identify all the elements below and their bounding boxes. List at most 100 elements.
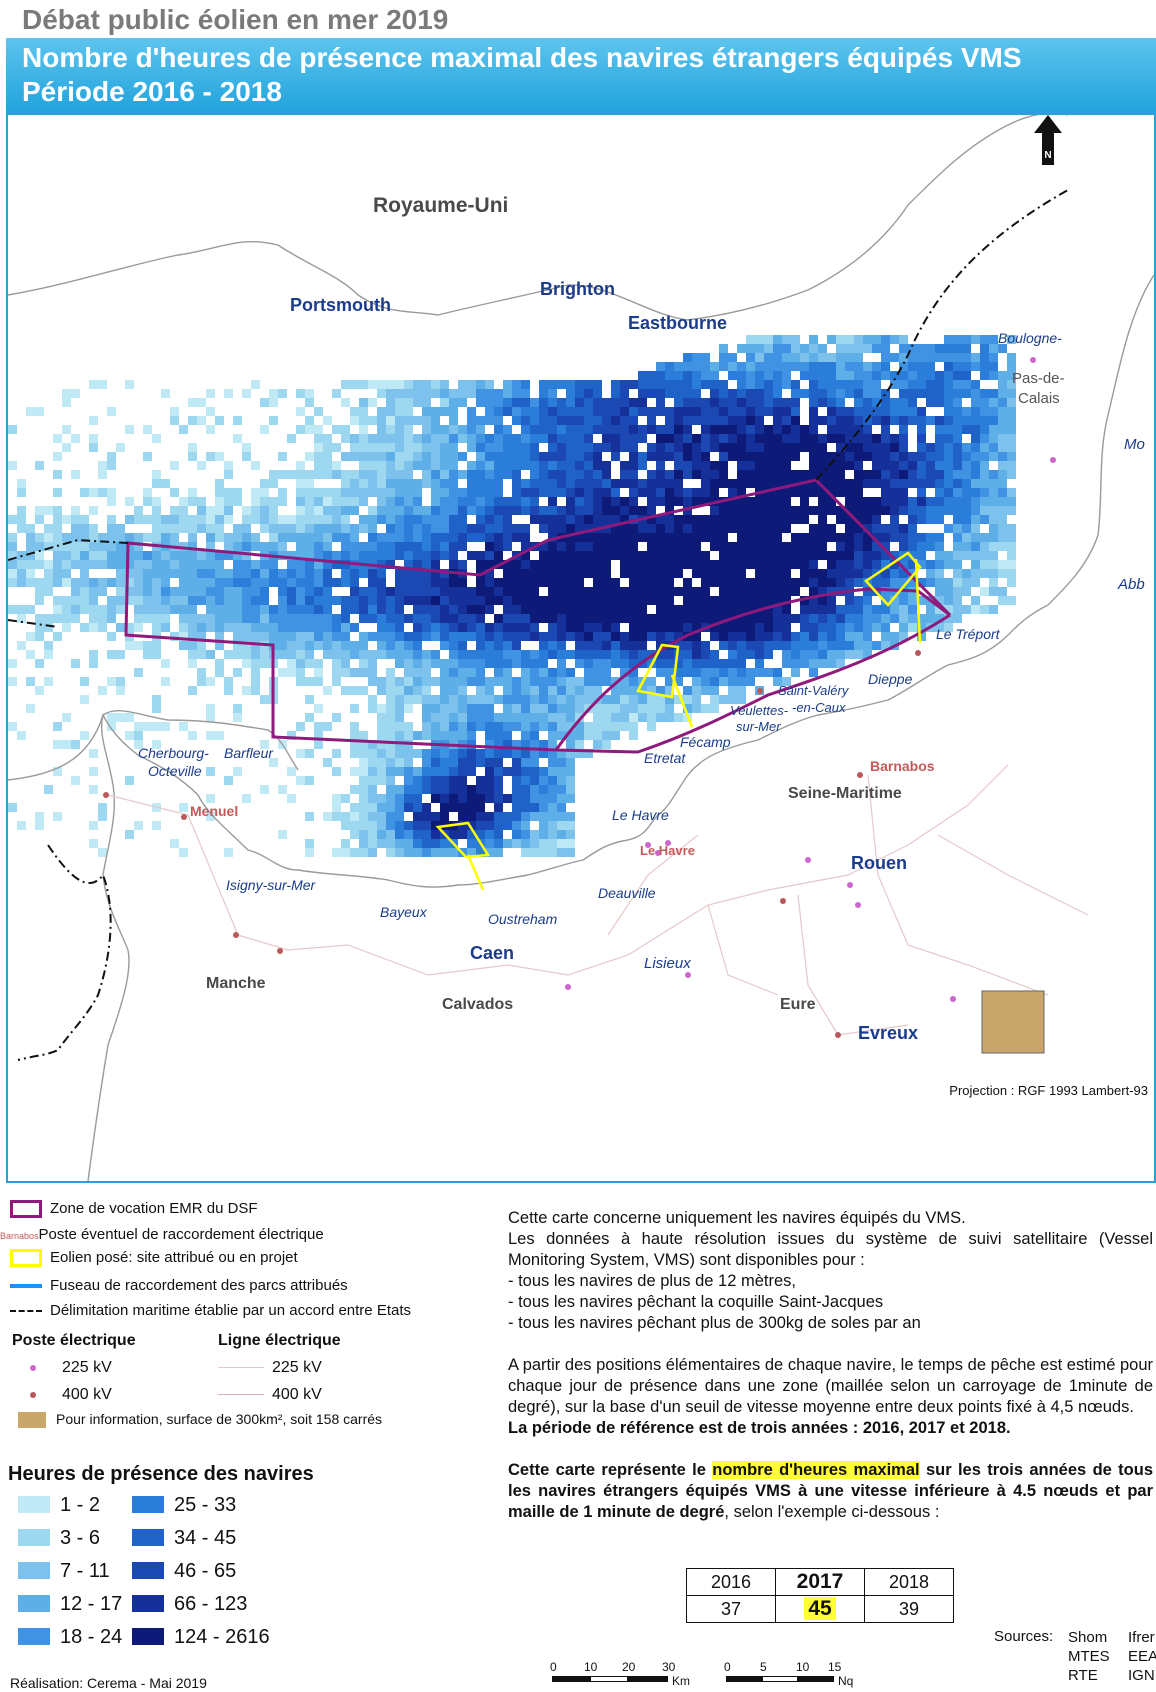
uk-coastline (8, 115, 1068, 321)
poste-225-swatch (30, 1364, 36, 1371)
text-p4: La période de référence est de trois ann… (508, 1419, 1011, 1437)
power-lines (107, 764, 1089, 1036)
poste-small-label: Barnabos (0, 1231, 39, 1241)
legend-poste-400: 400 kV (30, 1386, 112, 1404)
town-boulogne: Boulogne- (998, 330, 1062, 346)
dept-manche: Manche (206, 975, 266, 992)
sources-col2: Ifrer EEA IGN (1128, 1629, 1156, 1684)
legend-poste-label: Poste éventuel de raccordement électriqu… (38, 1226, 324, 1243)
map-canvas: N Royaume-Uni Portsmouth Brighton Eastbo… (8, 115, 1154, 1181)
example-table-wrap: 2016 2017 2018 37 45 39 (686, 1568, 954, 1623)
town-veulettes: Veulettes- (730, 703, 789, 718)
example-year-2017: 2017 (775, 1568, 865, 1596)
text-p2: Les données à haute résolution issues du… (508, 1230, 1153, 1269)
town-le-havre: Le Havre (612, 807, 669, 823)
eolien-swatch (10, 1249, 42, 1268)
hours-swatch (132, 1562, 164, 1579)
town-etretat: Etretat (644, 750, 686, 766)
hours-label: 25 - 33 (174, 1494, 237, 1516)
dept-pas-de: Pas-de- (1012, 370, 1065, 387)
hours-swatch (132, 1628, 164, 1645)
delimitation-swatch (10, 1310, 42, 1313)
city-evreux: Evreux (858, 1023, 918, 1043)
example-year-2018: 2018 (864, 1568, 954, 1596)
hours-swatch (132, 1496, 164, 1513)
maritime-delimitation-west (8, 619, 112, 1061)
poste-400-swatch (30, 1391, 36, 1398)
hours-class-6: 34 - 45 (132, 1527, 236, 1550)
example-value-2018: 39 (864, 1595, 954, 1623)
example-table: 2016 2017 2018 37 45 39 (686, 1568, 954, 1623)
text-bullet-3: - tous les navires pêchant plus de 300kg… (508, 1314, 921, 1332)
poste-400-label: 400 kV (62, 1386, 112, 1403)
town-lisieux: Lisieux (644, 955, 691, 972)
text-p3: A partir des positions élémentaires de c… (508, 1356, 1153, 1416)
hours-legend-title: Heures de présence des navires (8, 1463, 314, 1485)
emr-zone-outline (124, 478, 952, 752)
hours-swatch (18, 1595, 50, 1612)
hours-class-0: 1 - 2 (18, 1494, 100, 1517)
hours-class-2: 7 - 11 (18, 1560, 110, 1583)
legend-surface: Pour information, surface de 300km², soi… (18, 1411, 382, 1429)
town-barfleur: Barfleur (224, 745, 274, 761)
ligne-225-label: 225 kV (272, 1359, 322, 1376)
hours-label: 1 - 2 (60, 1494, 101, 1516)
footer-realisation: Réalisation: Cerema - Mai 2019 (10, 1675, 207, 1691)
north-arrow-icon: N (1034, 115, 1062, 165)
dept-eure: Eure (780, 996, 816, 1013)
example-value-2017-cell: 45 (775, 1595, 865, 1623)
hours-swatch (18, 1628, 50, 1645)
legend-fuseau-label: Fuseau de raccordement des parcs attribu… (50, 1277, 348, 1294)
hours-class-1: 3 - 6 (18, 1527, 100, 1550)
town-dieppe: Dieppe (868, 671, 913, 687)
dept-calais: Calais (1018, 390, 1060, 407)
ligne-400-swatch (218, 1394, 264, 1396)
town-fecamp: Fécamp (680, 734, 731, 750)
town-isigny: Isigny-sur-Mer (226, 877, 317, 893)
hours-swatch (18, 1529, 50, 1546)
legend-poste: BarnabosPoste éventuel de raccordement é… (0, 1226, 324, 1243)
text-bullet-1: - tous les navires de plus de 12 mètres, (508, 1272, 796, 1290)
legend-emr: Zone de vocation EMR du DSF (10, 1200, 258, 1219)
legend-delimitation-label: Délimitation maritime établie par un acc… (50, 1302, 411, 1319)
example-value-2017: 45 (804, 1597, 836, 1620)
fuseau-swatch (10, 1284, 42, 1289)
map-period: Période 2016 - 2018 (22, 76, 282, 107)
hours-swatch (132, 1529, 164, 1546)
hours-class-4: 18 - 24 (18, 1626, 122, 1649)
france-coastline (87, 274, 1154, 1181)
scale-km: 0 10 20 30 Km (550, 1660, 690, 1688)
surface-reference-square (981, 990, 1045, 1054)
hours-swatch (18, 1562, 50, 1579)
surface-swatch (18, 1412, 46, 1429)
legend-fuseau: Fuseau de raccordement des parcs attribu… (10, 1277, 348, 1294)
label-royaume-uni: Royaume-Uni (373, 194, 508, 217)
town-oustreham: Oustreham (488, 911, 558, 927)
hours-swatch (18, 1496, 50, 1513)
poste-le-havre: Le Havre (640, 843, 695, 858)
hours-swatch (132, 1595, 164, 1612)
legend-eolien: Eolien posé: site attribué ou en projet (10, 1249, 298, 1268)
title-banner: Nombre d'heures de présence maximal des … (6, 38, 1156, 115)
hours-label: 18 - 24 (60, 1626, 123, 1648)
description-text: Cette carte concerne uniquement les navi… (508, 1208, 1153, 1523)
text-p1: Cette carte concerne uniquement les navi… (508, 1209, 966, 1227)
town-mo: Mo (1124, 436, 1145, 453)
hours-class-5: 25 - 33 (132, 1494, 236, 1517)
wind-farm-sites (435, 551, 922, 891)
hours-class-7: 46 - 65 (132, 1560, 236, 1583)
legend-poste-225: 225 kV (30, 1359, 112, 1377)
map-frame[interactable]: N Royaume-Uni Portsmouth Brighton Eastbo… (6, 113, 1156, 1183)
poste-barnabos: Barnabos (870, 758, 935, 774)
town-en-caux: -en-Caux (792, 700, 846, 715)
highlight-max-hours: nombre d'heures maximal (712, 1461, 920, 1479)
vessel-presence-heatmap (8, 335, 1016, 857)
town-deauville: Deauville (598, 885, 656, 901)
legend-ligne-225: 225 kV (218, 1359, 322, 1377)
coast-emr-boundary (555, 613, 951, 754)
town-le-treport: Le Tréport (936, 626, 1001, 642)
city-rouen: Rouen (851, 853, 907, 873)
legend-eolien-label: Eolien posé: site attribué ou en projet (50, 1249, 298, 1266)
town-saint-valery: Saint-Valéry (778, 683, 850, 698)
town-sur-mer: sur-Mer (736, 719, 781, 734)
